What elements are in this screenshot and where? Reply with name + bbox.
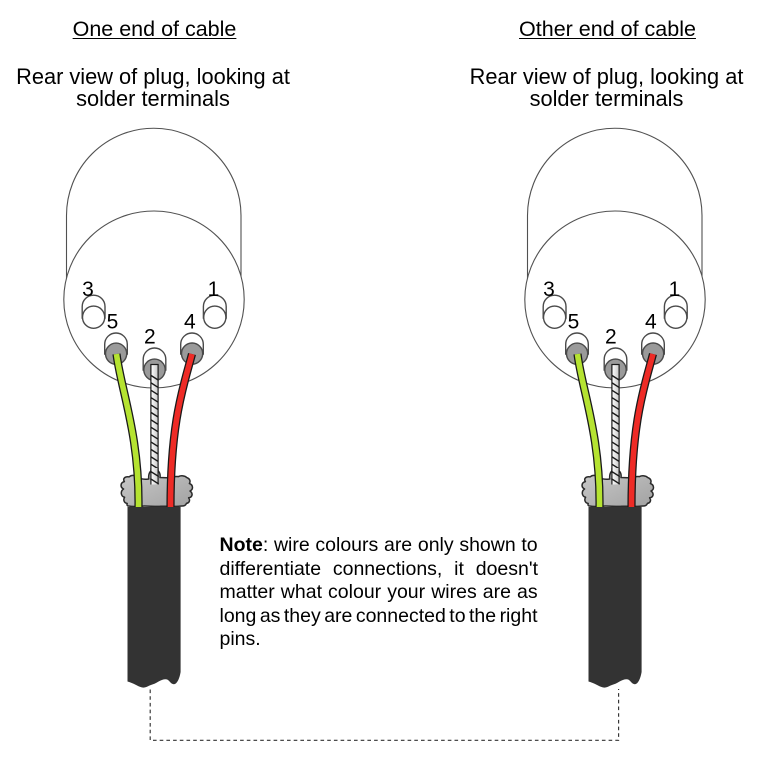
svg-text:4: 4 [184, 311, 196, 334]
svg-text:3: 3 [82, 278, 94, 301]
svg-text:1: 1 [208, 278, 220, 301]
svg-text:2: 2 [144, 326, 156, 349]
svg-text:5: 5 [107, 311, 119, 334]
